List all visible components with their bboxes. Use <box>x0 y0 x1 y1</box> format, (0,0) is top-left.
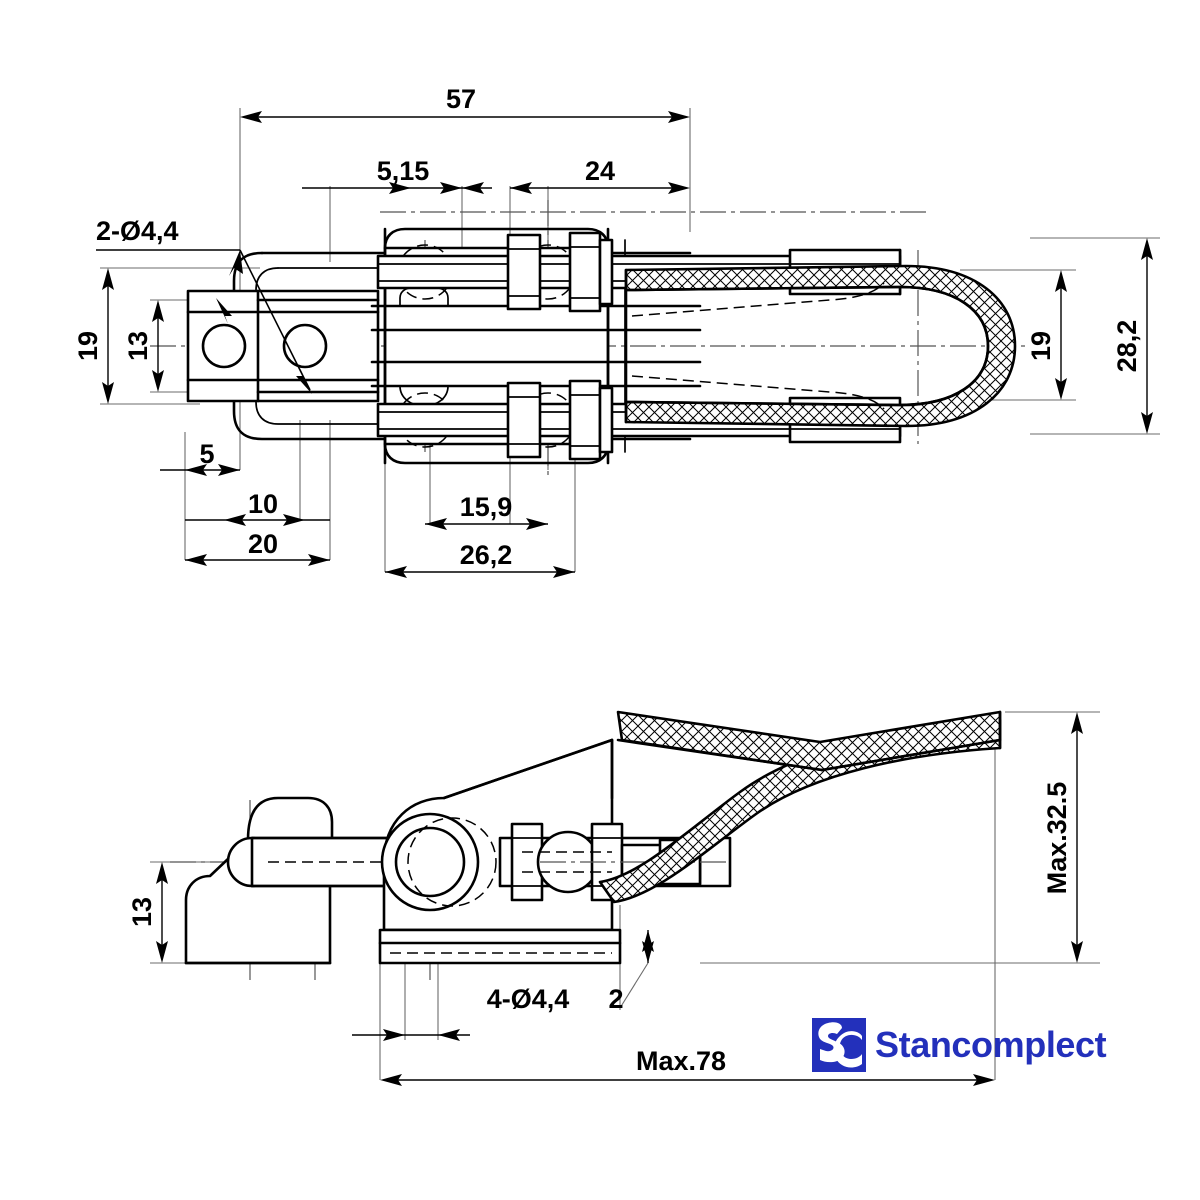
brand-name: Stancomplect <box>875 1024 1107 1065</box>
dim-base-length: 26,2 <box>460 540 513 570</box>
side-view-dimensions <box>156 712 1083 1086</box>
side-view-dimension-text: 13 Max.32.5 4-Ø4,4 2 Max.78 <box>127 782 1072 1076</box>
dim-body-width: 19 <box>1026 331 1056 361</box>
top-plan-view <box>100 108 1160 572</box>
dim-spindle-length: 24 <box>585 156 615 186</box>
dim-plate-thickness: 2 <box>608 984 623 1014</box>
dim-overall-length: 57 <box>446 84 476 114</box>
dim-overall-width: 28,2 <box>1112 320 1142 373</box>
top-view-dimension-text: 57 5,15 24 19 13 19 28,2 5 10 20 15,9 26… <box>73 84 1142 570</box>
sc-logo-icon <box>812 1018 866 1072</box>
dim-pin-offset: 5,15 <box>377 156 430 186</box>
handle-side-view <box>442 710 1002 904</box>
dim-max-height: Max.32.5 <box>1042 782 1072 895</box>
dim-edge-margin: 5 <box>199 439 214 469</box>
dim-hole-pitch-v: 13 <box>123 331 153 361</box>
top-view-dimensions <box>96 111 1153 578</box>
dim-keeper-length: 20 <box>248 529 278 559</box>
dim-base-width: 19 <box>73 331 103 361</box>
base-plate-side <box>378 928 622 965</box>
callout-base-holes: 4-Ø4,4 <box>487 984 570 1014</box>
side-elevation-view <box>150 710 1100 1080</box>
handle-plan-view <box>624 264 1017 428</box>
dim-bolt-spacing: 15,9 <box>460 492 513 522</box>
dim-max-length: Max.78 <box>636 1046 726 1076</box>
dim-hole-pitch-h: 10 <box>248 489 278 519</box>
dim-keeper-height: 13 <box>127 897 157 927</box>
callout-keeper-holes: 2-Ø4,4 <box>96 216 179 246</box>
brand-logo: Stancomplect <box>812 1018 1107 1072</box>
